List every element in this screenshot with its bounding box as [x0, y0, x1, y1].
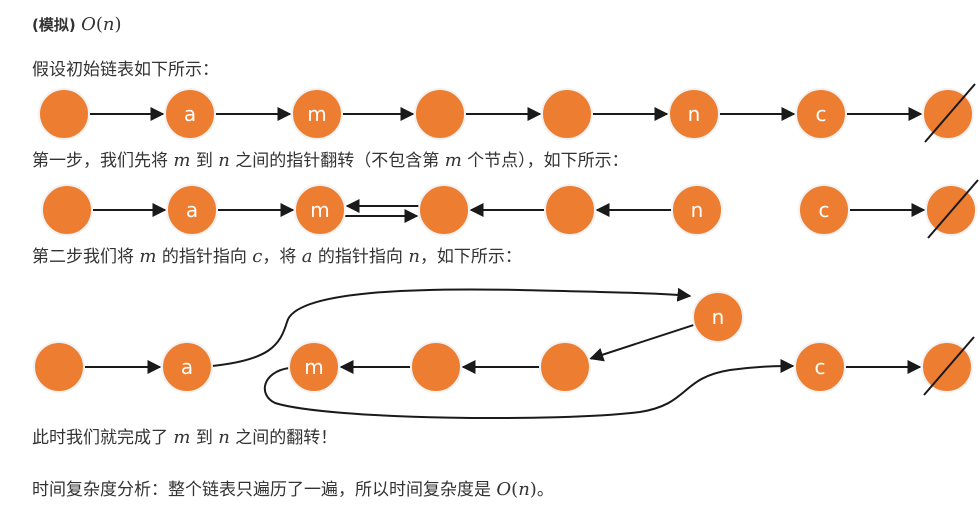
heading-math-o: O [81, 14, 96, 35]
d3-edge-a-n [211, 287, 692, 367]
paren-open-2: ( [511, 479, 519, 500]
d2-head-node [41, 184, 93, 236]
step2-p5: ，如下所示： [419, 247, 522, 267]
d1-node-c-label: c [816, 102, 827, 126]
d3-edge-m-c [263, 359, 795, 420]
complexity-p1: 时间复杂度分析：整个链表只遍历了一遍，所以时间复杂度是 [32, 480, 497, 500]
done-p2: 到 [190, 428, 219, 448]
d2-node-m [294, 184, 346, 236]
heading-label: (模拟) [32, 16, 76, 34]
d1-node-n [668, 88, 720, 140]
step1-p4: 个节点），如下所示： [461, 151, 629, 171]
d1-node-mid2 [541, 88, 593, 140]
intro-text: 假设初始链表如下所示： [32, 60, 219, 80]
step2-p3: ，将 [262, 247, 302, 267]
step2-p2: 的指针指向 [156, 247, 253, 267]
d2-node-a [166, 184, 218, 236]
d1-node-m-label: m [307, 102, 326, 126]
d3-node-c-label: c [815, 355, 826, 379]
d1-node-mid1 [414, 88, 466, 140]
d2-node-c-label: c [819, 198, 830, 222]
step2-var-a: a [301, 246, 313, 267]
complexity-text: 时间复杂度分析：整个链表只遍历了一遍，所以时间复杂度是 O(n)。 [32, 479, 554, 501]
d3-node-mid1 [410, 341, 462, 393]
d1-node-n-label: n [688, 102, 701, 126]
paren-close-2: ) [529, 479, 537, 500]
d1-node-a [164, 88, 216, 140]
d3-node-a-label: a [181, 355, 193, 379]
d3-node-a [161, 341, 213, 393]
d3-node-c [794, 341, 846, 393]
d1-node-c [795, 88, 847, 140]
d2-node-mid2 [544, 184, 596, 236]
d2-node-n [671, 184, 723, 236]
step2-p4: 的指针指向 [312, 247, 409, 267]
d2-node-c [798, 184, 850, 236]
paren-close: ) [114, 14, 122, 35]
d2-node-mid1 [418, 184, 470, 236]
step2-text: 第二步我们将 m 的指针指向 c，将 a 的指针指向 n，如下所示： [32, 246, 522, 268]
d1-node-m [291, 88, 343, 140]
complexity-math-n: n [518, 479, 530, 500]
complexity-p2: 。 [536, 480, 554, 500]
done-var-m: m [173, 427, 191, 448]
nodes: a m n c a m n c a m n c [33, 83, 979, 396]
edges [84, 107, 926, 420]
step1-var-m2: m [444, 150, 462, 171]
paren-open: ( [95, 14, 103, 35]
done-text: 此时我们就完成了 m 到 n 之间的翻转！ [32, 427, 337, 449]
complexity-math-o: O [496, 479, 512, 500]
step1-p2: 到 [190, 151, 219, 171]
step1-var-m: m [173, 150, 191, 171]
heading-math-n: n [102, 14, 115, 35]
d3-node-m-label: m [304, 355, 323, 379]
step1-var-n: n [218, 150, 230, 171]
d1-node-a-label: a [184, 102, 196, 126]
d2-node-m-label: m [310, 198, 329, 222]
d2-node-n-label: n [691, 198, 704, 222]
d3-edge-n-mid2 [589, 323, 695, 362]
d3-node-n [692, 291, 744, 343]
d3-head-node [33, 341, 85, 393]
d2-node-a-label: a [186, 198, 198, 222]
done-p1: 此时我们就完成了 [32, 428, 174, 448]
d1-head-node [38, 88, 90, 140]
step1-text: 第一步，我们先将 m 到 n 之间的指针翻转（不包含第 m 个节点），如下所示： [32, 150, 629, 172]
d1-null-slash [924, 83, 976, 143]
d2-null-slash [927, 179, 979, 239]
d3-null-slash [923, 336, 975, 396]
d3-node-n-label: n [712, 305, 725, 329]
heading: (模拟) O(n) [32, 14, 122, 36]
done-var-n: n [218, 427, 230, 448]
step2-p1: 第二步我们将 [32, 247, 140, 267]
d3-node-mid2 [539, 341, 591, 393]
d3-node-m [288, 341, 340, 393]
step2-var-n: n [408, 246, 420, 267]
done-p3: 之间的翻转！ [229, 428, 338, 448]
step2-var-m: m [139, 246, 157, 267]
step1-p3: 之间的指针翻转（不包含第 [229, 151, 445, 171]
step1-p1: 第一步，我们先将 [32, 151, 174, 171]
step2-var-c: c [252, 246, 263, 267]
